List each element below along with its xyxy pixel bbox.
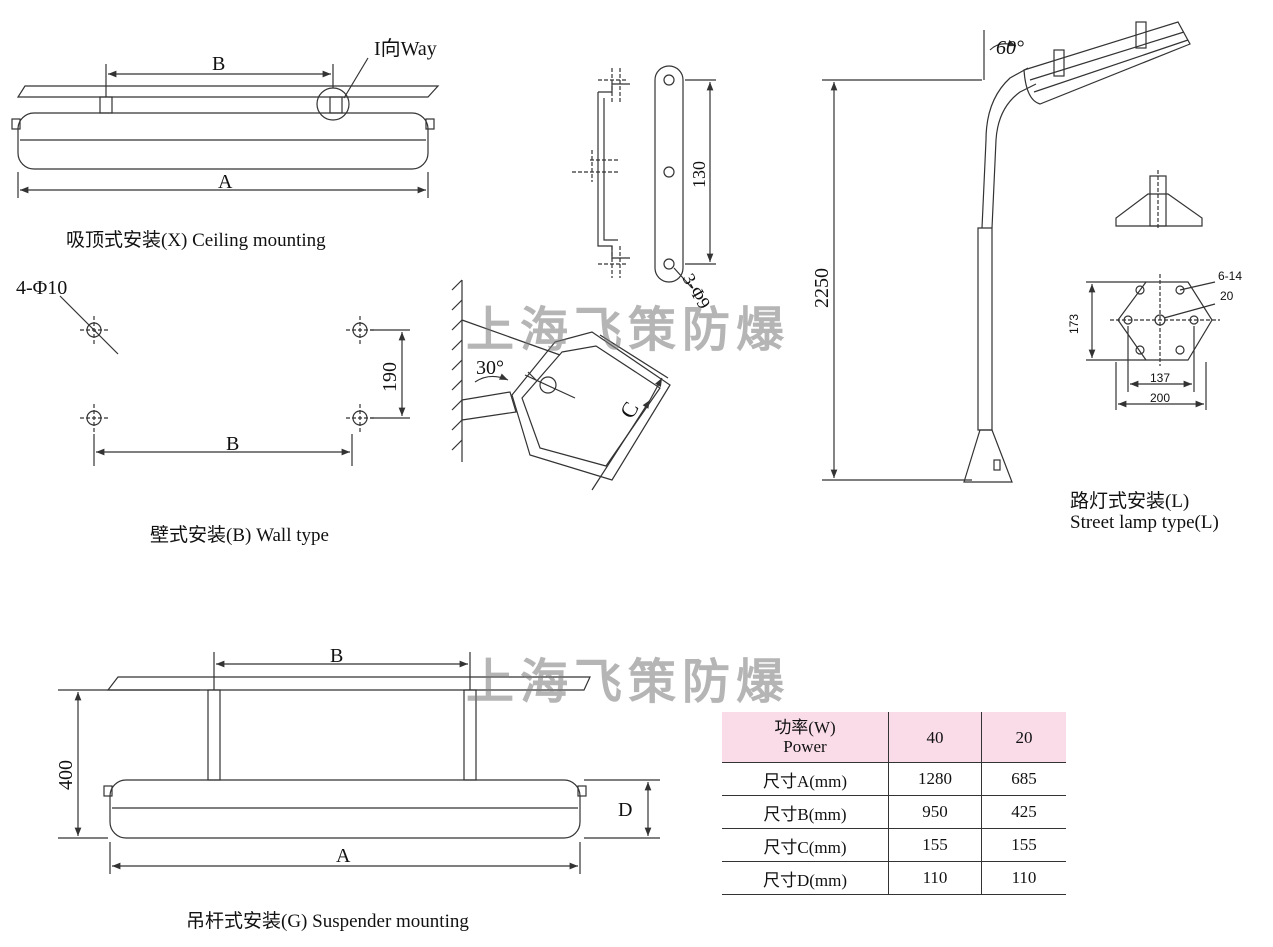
street-base-holes: 6-14	[1218, 269, 1242, 283]
row-value-20: 110	[981, 861, 1066, 895]
street-caption-line2: Street lamp type(L)	[1070, 512, 1219, 533]
ceiling-caption: 吸顶式安装(X) Ceiling mounting	[66, 230, 326, 251]
spec-header-label-en: Power	[783, 737, 827, 756]
row-label: 尺寸D(mm)	[722, 861, 889, 895]
row-value-40: 155	[888, 828, 982, 862]
wall-caption: 壁式安装(B) Wall type	[150, 525, 329, 546]
bracket-drawing	[572, 65, 716, 289]
street-base-detail	[1086, 170, 1220, 410]
watermark-bottom: 上海飞策防爆	[466, 654, 791, 710]
wall-side-view	[451, 279, 671, 491]
spec-table: 功率(W) Power 40 20 尺寸A(mm) 1280 685 尺寸B(m…	[722, 712, 1066, 895]
row-value-40: 1280	[888, 762, 982, 796]
row-label: 尺寸C(mm)	[722, 828, 889, 862]
row-value-20: 425	[981, 795, 1066, 829]
street-caption-line1: 路灯式安装(L)	[1070, 491, 1190, 512]
wall-hole-layout	[59, 295, 410, 466]
street-lamp-drawing	[822, 21, 1191, 483]
street-dim-137: 137	[1150, 371, 1170, 385]
ceiling-label-a: A	[218, 171, 233, 193]
row-label: 尺寸B(mm)	[722, 795, 889, 829]
table-row: 尺寸B(mm) 950 425	[722, 795, 1066, 829]
table-row: 尺寸D(mm) 110 110	[722, 861, 1066, 895]
street-dim-200: 200	[1150, 391, 1170, 405]
row-label: 尺寸A(mm)	[722, 762, 889, 796]
suspender-dim-400: 400	[55, 760, 77, 790]
street-height: 2250	[811, 268, 833, 308]
street-dim-173: 173	[1067, 314, 1081, 334]
suspender-label-d: D	[618, 799, 632, 821]
row-value-20: 155	[981, 828, 1066, 862]
bracket-dim-130: 130	[689, 161, 709, 188]
ceiling-label-b: B	[212, 53, 225, 75]
ceiling-view-label: I向Way	[374, 37, 437, 60]
spec-header-col2: 20	[981, 712, 1066, 763]
suspender-drawing	[58, 652, 660, 874]
spec-header-col1: 40	[888, 712, 982, 763]
street-dim-20: 20	[1220, 289, 1234, 303]
wall-angle: 30°	[476, 357, 504, 379]
watermark-top: 上海飞策防爆	[466, 302, 791, 358]
suspender-label-b: B	[330, 645, 343, 667]
wall-hole-label: 4-Φ10	[16, 277, 67, 299]
suspender-label-a: A	[336, 845, 351, 867]
suspender-caption: 吊杆式安装(G) Suspender mounting	[186, 911, 469, 932]
row-value-40: 110	[888, 861, 982, 895]
spec-header-row: 功率(W) Power 40 20	[722, 712, 1066, 763]
row-value-20: 685	[981, 762, 1066, 796]
row-value-40: 950	[888, 795, 982, 829]
table-row: 尺寸C(mm) 155 155	[722, 828, 1066, 862]
spec-header-label: 功率(W) Power	[722, 712, 889, 763]
spec-header-label-cn: 功率(W)	[774, 718, 836, 737]
table-row: 尺寸A(mm) 1280 685	[722, 762, 1066, 796]
wall-label-b: B	[226, 433, 239, 455]
ceiling-mount-drawing	[11, 57, 440, 198]
wall-dim-190: 190	[379, 362, 401, 392]
street-angle: 60°	[996, 37, 1024, 59]
